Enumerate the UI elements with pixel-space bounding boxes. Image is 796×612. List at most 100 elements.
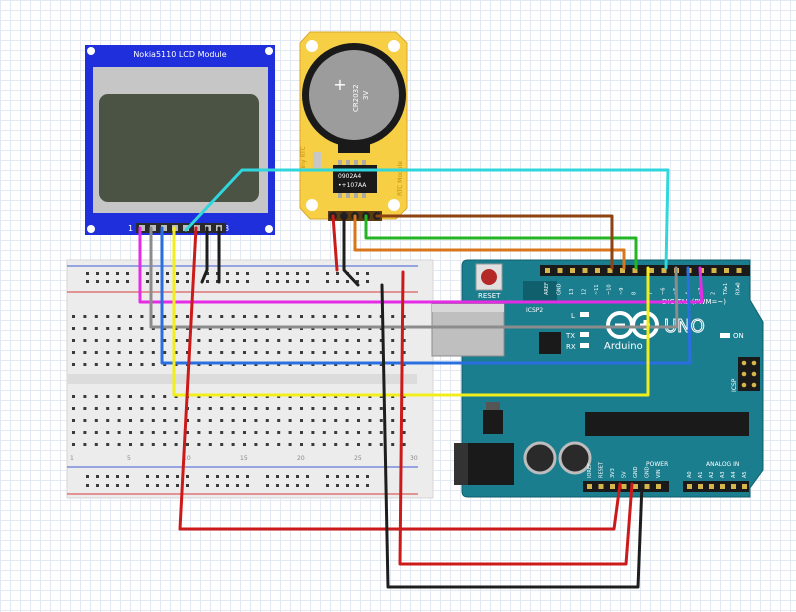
wire-bb-red	[398, 270, 634, 566]
bb-col-30: 30	[410, 455, 418, 462]
lcd-title: Nokia5110 LCD Module	[133, 50, 226, 59]
digital-header	[540, 265, 750, 276]
header-pin	[621, 484, 627, 489]
wire-lcd-gray	[149, 226, 679, 329]
header-pin	[557, 268, 563, 273]
wire-lcd-red	[178, 226, 622, 531]
icsp2-header	[523, 281, 557, 303]
header-pin	[709, 484, 714, 489]
header-pin	[587, 484, 592, 489]
wire-lcd-blue	[160, 226, 692, 365]
battery-voltage: 3V	[362, 91, 370, 100]
rx-led	[580, 343, 589, 348]
breadboard-column-numbers: 1 5 10 15 20 25 30	[70, 455, 418, 462]
tx-label: TX	[565, 332, 575, 340]
header-pin	[632, 268, 638, 273]
header-pin	[598, 484, 604, 489]
on-led	[720, 333, 730, 338]
analog-pin-label: A4	[731, 471, 737, 478]
power-pin-label: RESET	[599, 461, 605, 478]
header-pin	[545, 268, 550, 273]
uno-model: UNO	[664, 316, 705, 337]
wire-rtc-green	[364, 214, 638, 270]
bb-col-10: 10	[183, 455, 191, 462]
digital-pin-label: ~9	[619, 288, 625, 295]
digital-pin-label: 12	[582, 289, 588, 295]
header-pin	[610, 484, 615, 489]
analog-pin-label: A1	[698, 471, 704, 478]
header-pin	[736, 268, 742, 273]
power-pin-label: 3V3	[610, 468, 616, 478]
battery-plus: +	[333, 75, 346, 94]
digital-pin-label: 2	[711, 292, 717, 295]
digital-pin-label: ~10	[607, 284, 613, 295]
lcd-pin-last: 8	[224, 224, 229, 233]
capacitors	[523, 441, 592, 475]
wire-bb-black	[380, 283, 644, 589]
header-pin	[649, 268, 654, 273]
rtc-left-text: Tiny RTC	[300, 146, 307, 173]
digital-pin-label: 13	[569, 289, 575, 295]
analog-pin-label: A2	[709, 471, 715, 478]
rx-label: RX	[566, 343, 576, 351]
analog-pin-label: A5	[742, 471, 748, 478]
header-pin	[656, 484, 661, 489]
header-pin	[687, 484, 692, 489]
reset-label: RESET	[478, 292, 501, 300]
header-pin	[724, 268, 729, 273]
header-pin	[582, 268, 588, 273]
digital-pin-label: TX▸1	[723, 283, 729, 296]
breadboard-holes	[72, 272, 406, 487]
wire-lcd-magenta	[138, 226, 704, 304]
wires	[138, 168, 704, 589]
header-pin	[711, 268, 717, 273]
wire-lcd-black-1	[200, 226, 209, 284]
wire-lcd-cyan	[184, 168, 670, 270]
power-pin-label: IOREF	[587, 463, 593, 478]
power-label: POWER	[646, 461, 668, 468]
digital-pin-label: ~6	[661, 288, 667, 295]
wire-rtc-black-a	[342, 214, 360, 287]
rtc-side-text: RTC Module	[397, 161, 404, 196]
digital-pin-label: 8	[632, 292, 638, 295]
header-pin	[731, 484, 736, 489]
header-pin	[607, 268, 613, 273]
bb-col-15: 15	[240, 455, 248, 462]
breadboard: 1 5 10 15 20 25 30	[66, 259, 434, 499]
voltage-regulator	[483, 410, 503, 434]
bb-col-1: 1	[70, 455, 74, 462]
digital-pin-label: 7	[648, 292, 654, 295]
usb-chip	[539, 332, 561, 354]
power-pin-label: VIN	[656, 469, 662, 478]
header-pin	[698, 484, 703, 489]
l-led	[580, 312, 589, 317]
chip-line1: 0902A4	[338, 173, 361, 180]
digital-pin-label: RX◂0	[736, 282, 742, 295]
digital-pin-label: GND	[557, 283, 563, 295]
lcd-screen	[99, 94, 259, 202]
lcd-pin-first: 1	[128, 224, 133, 233]
header-pin	[620, 268, 625, 273]
header-pin	[595, 268, 600, 273]
tx-led	[580, 332, 589, 337]
header-pin	[720, 484, 725, 489]
wire-rtc-brown	[375, 214, 614, 270]
reset-button[interactable]	[475, 263, 503, 291]
wire-rtc-orange	[353, 214, 626, 270]
analog-pin-label: A0	[687, 471, 693, 478]
chip-line2: •+107AA	[338, 182, 367, 189]
power-pin-label: GND	[645, 466, 651, 478]
header-pin	[644, 484, 650, 489]
rtc-module: + CR2032 3V 0902A4 •+107AA Tiny RTC RTC …	[299, 31, 408, 221]
nokia5110-lcd-module: Nokia5110 LCD Module 1 8	[85, 45, 275, 235]
bb-col-20: 20	[297, 455, 305, 462]
icsp-label: ICSP	[731, 378, 738, 392]
analog-header	[683, 481, 749, 492]
crystal	[313, 152, 321, 168]
power-pin-label: 5V	[622, 471, 628, 478]
arduino-brand: Arduino	[604, 341, 643, 352]
header-pin	[570, 268, 575, 273]
cr2032-battery	[309, 50, 399, 140]
